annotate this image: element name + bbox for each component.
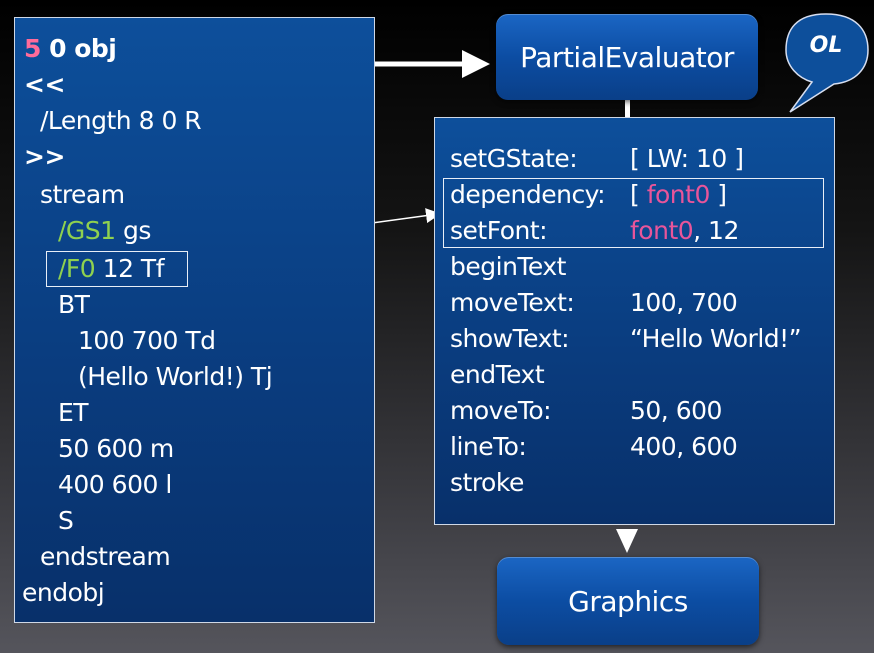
partial-evaluator-label: PartialEvaluator <box>520 40 734 74</box>
ol-callout-bubble <box>785 13 869 113</box>
dict-open: << <box>24 70 65 99</box>
object-number: 5 <box>24 34 41 63</box>
op-name: dependency: <box>450 180 606 209</box>
op-args: “Hello World!” <box>630 324 802 353</box>
partial-evaluator-box: PartialEvaluator <box>496 14 758 100</box>
operator-list-panel <box>434 117 835 525</box>
op-name: stroke <box>450 468 524 497</box>
op-args-suffix: ] <box>709 180 727 209</box>
lineto-command: 400 600 l <box>58 470 172 499</box>
op-name: lineTo: <box>450 432 527 461</box>
op-args: [ font0 ] <box>630 180 727 210</box>
dependency-highlight <box>443 178 824 248</box>
gs-resource-name: /GS1 <box>58 216 116 245</box>
op-name: setGState: <box>450 144 578 173</box>
graphics-box: Graphics <box>497 557 759 645</box>
stream-keyword: stream <box>40 180 125 209</box>
object-keyword: 0 obj <box>40 34 117 63</box>
gs-command: /GS1 gs <box>58 216 151 246</box>
endstream-keyword: endstream <box>40 542 171 571</box>
et-command: ET <box>58 398 89 427</box>
op-name: showText: <box>450 324 570 353</box>
op-args-prefix: [ <box>630 180 647 209</box>
moveto-command: 50 600 m <box>58 434 174 463</box>
length-entry: /Length 8 0 R <box>40 106 202 135</box>
tf-command: /F0 12 Tf <box>58 254 164 284</box>
obj-to-evaluator-arrowhead <box>462 50 490 78</box>
font-ref: font0 <box>646 180 711 209</box>
font-resource-name: /F0 <box>58 254 96 283</box>
op-args: 100, 700 <box>630 288 738 317</box>
dict-close: >> <box>24 142 65 171</box>
op-args: font0, 12 <box>630 216 739 246</box>
ops-to-graphics-arrow <box>616 529 638 553</box>
gs-operator: gs <box>115 216 151 245</box>
op-name: moveTo: <box>450 396 552 425</box>
bt-command: BT <box>58 290 90 319</box>
endobj-keyword: endobj <box>22 578 105 607</box>
td-command: 100 700 Td <box>78 326 216 355</box>
obj-header: 5 0 obj <box>24 34 117 64</box>
ol-callout-label: OL <box>809 33 843 58</box>
tj-command: (Hello World!) Tj <box>78 362 273 391</box>
stroke-command: S <box>58 506 74 535</box>
op-name: setFont: <box>450 216 548 245</box>
pdf-object-panel <box>14 17 375 623</box>
op-args: 50, 600 <box>630 396 722 425</box>
font-ref: font0 <box>630 216 694 245</box>
op-name: beginText <box>450 252 566 281</box>
tf-operator: 12 Tf <box>95 254 165 283</box>
op-name: endText <box>450 360 545 389</box>
op-args: [ LW: 10 ] <box>630 144 744 173</box>
evaluator-connector <box>625 100 630 118</box>
op-args-suffix: , 12 <box>693 216 739 245</box>
font-command-highlight <box>46 251 188 287</box>
graphics-label: Graphics <box>568 584 688 618</box>
op-args: 400, 600 <box>630 432 738 461</box>
op-name: moveText: <box>450 288 575 317</box>
